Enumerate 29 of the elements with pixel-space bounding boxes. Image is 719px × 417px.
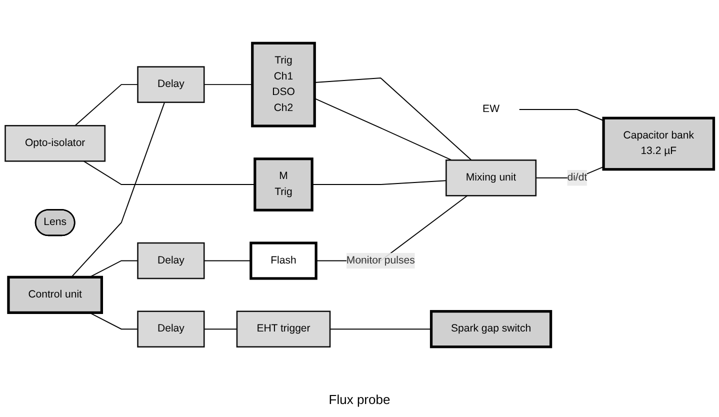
note-label: Flux probe (328, 392, 390, 407)
connector (312, 180, 447, 185)
node-box: Flash (250, 242, 318, 280)
connector (314, 98, 452, 161)
connector (74, 84, 138, 126)
node-box: Capacitor bank 13.2 µF (602, 116, 716, 171)
connector (204, 84, 253, 86)
connector (70, 102, 166, 278)
node-box: Delay (137, 310, 205, 348)
connector (83, 160, 256, 185)
node-box: Delay (137, 66, 205, 103)
node-box: Opto-isolator (4, 125, 106, 162)
node-box: Delay (137, 242, 205, 280)
node-text: EW (482, 104, 500, 115)
edge-label: di/dt (567, 172, 588, 184)
node-box: Mixing unit (446, 160, 537, 196)
connector (204, 328, 238, 330)
node-box: EHT trigger (236, 310, 331, 348)
connector (89, 260, 138, 278)
connector (314, 77, 472, 161)
node-box: Trig Ch1 DSO Ch2 (251, 42, 316, 128)
edge-label: Monitor pulses (346, 254, 415, 266)
connector (330, 328, 432, 330)
node-box: M Trig (254, 158, 314, 212)
connector (518, 109, 604, 122)
node-box: Control unit (7, 276, 104, 314)
connector (204, 260, 252, 262)
node-box: Spark gap switch (430, 310, 552, 348)
connector (89, 312, 138, 330)
